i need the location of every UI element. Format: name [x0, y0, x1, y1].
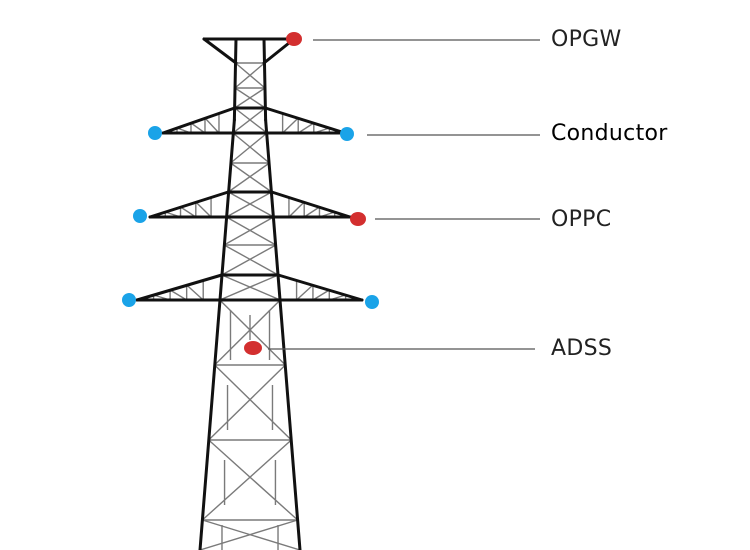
body-diagonal: [232, 107, 266, 134]
conductor-marker-right-1: [340, 127, 354, 141]
arm-brace: [296, 284, 314, 301]
crossarm-2-left-top: [148, 190, 230, 219]
arm-brace: [288, 201, 305, 218]
body-diagonal: [221, 274, 281, 301]
label-opgw: OPGW: [551, 27, 622, 52]
body-diagonal: [208, 364, 286, 441]
conductor-marker-left-3: [122, 293, 136, 307]
crossarm-1-right-top: [263, 106, 347, 135]
oppc-marker: [350, 212, 366, 226]
body-diagonal: [230, 132, 268, 164]
body-diagonal: [219, 274, 279, 301]
arm-brace: [186, 284, 204, 301]
crossarm-1-left-top: [161, 106, 237, 135]
crossarm-2-right-top: [270, 190, 352, 219]
body-diagonal: [225, 191, 273, 218]
body-diagonal: [214, 299, 281, 366]
crossarm-3-left-top: [135, 273, 224, 302]
peak-left-strut: [202, 37, 238, 65]
body-diagonal: [232, 132, 270, 164]
body-diagonal: [199, 519, 298, 550]
body-diagonal: [223, 244, 279, 276]
arm-brace: [303, 206, 320, 218]
adss-marker: [244, 341, 262, 355]
arm-brace: [195, 201, 212, 218]
body-diagonal: [230, 162, 273, 193]
arm-brace: [180, 206, 197, 218]
arm-brace: [204, 117, 220, 134]
arm-brace: [312, 289, 330, 301]
body-diagonal: [214, 364, 292, 441]
arm-brace: [169, 289, 188, 301]
tower-frame: [135, 37, 364, 550]
right-leg-lower: [264, 118, 302, 550]
crossarm-3-right-top: [276, 273, 364, 302]
arm-brace: [190, 122, 206, 134]
leader-lines: [268, 39, 540, 350]
body-diagonal: [234, 62, 265, 89]
conductor-marker-right-3: [365, 295, 379, 309]
body-diagonal: [221, 244, 277, 276]
body-diagonal: [234, 87, 266, 109]
cable-markers: [122, 32, 379, 355]
body-diagonal: [223, 216, 275, 246]
arm-brace: [282, 117, 299, 134]
body-diagonal: [225, 216, 277, 246]
conductor-marker-left-2: [133, 209, 147, 223]
left-leg-lower: [198, 118, 236, 550]
tower-bracing: [152, 62, 347, 550]
body-diagonal: [227, 191, 275, 218]
body-diagonal: [227, 162, 270, 193]
label-adss: ADSS: [551, 336, 613, 361]
body-diagonal: [208, 439, 299, 521]
body-diagonal: [201, 439, 292, 521]
body-diagonal: [219, 299, 286, 366]
opgw-marker: [286, 32, 302, 46]
body-diagonal: [234, 107, 268, 134]
label-oppc: OPPC: [551, 207, 612, 232]
label-conductor: Conductor: [551, 121, 668, 146]
arm-brace: [297, 122, 315, 134]
conductor-marker-left-1: [148, 126, 162, 140]
